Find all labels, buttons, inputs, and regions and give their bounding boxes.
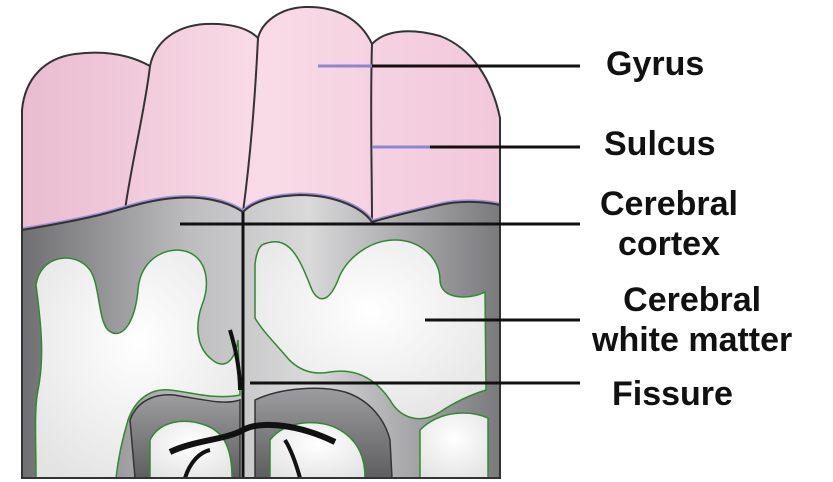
sulcus-label: Sulcus [604,124,715,164]
cerebral-cortex-label-line2: cortex [618,224,720,264]
white-matter-label-line2: white matter [592,320,792,360]
white-matter-label-line1: Cerebral [623,280,761,320]
cerebral-cortex-label-line1: Cerebral [600,184,738,224]
gyri-surface [22,7,500,230]
fissure-label: Fissure [612,374,733,414]
gyrus-label: Gyrus [606,44,704,84]
cerebral-cortex-label: Cerebral cortex [600,184,738,264]
cerebral-white-matter-label: Cerebral white matter [592,280,792,360]
